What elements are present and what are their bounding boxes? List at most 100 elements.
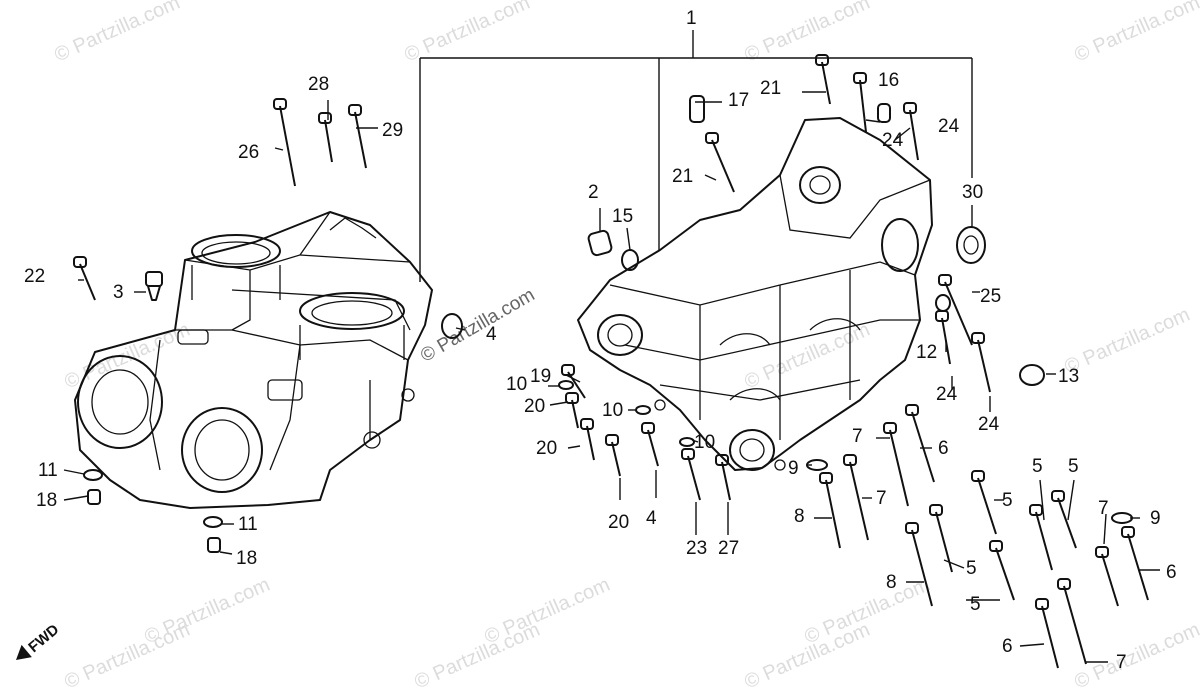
callout-label: 4 [646,508,657,529]
leader-line [565,374,581,383]
callout-label: 5 [1032,456,1043,477]
callout-label: 5 [966,558,977,579]
callout-label: 23 [686,538,707,559]
leader-line [219,551,233,555]
leader-line [274,147,284,151]
bolt-shaft [825,479,841,549]
callout-label: 7 [1116,652,1127,673]
bolt-shaft [1057,497,1077,549]
callout-label: 20 [524,396,545,417]
callout-label: 8 [794,506,805,527]
callout-label: 8 [886,572,897,593]
bolt-shaft [911,411,935,483]
callout-label: 29 [382,120,403,141]
callout-label: 5 [970,594,981,615]
callout-label: 20 [608,512,629,533]
callout-label: 10 [694,432,715,453]
bolt-head [843,454,857,466]
bolt-head [1035,598,1049,610]
bolt-shaft [911,529,933,607]
bolt-head [605,434,619,446]
callout-label: 27 [718,538,739,559]
fwd-arrow: FWD [16,621,63,660]
leader-line [1067,479,1075,521]
callout-label: 12 [916,342,937,363]
callout-label: 9 [1150,508,1161,529]
leader-line [943,559,965,569]
bolt-head [1051,490,1065,502]
bolt-head [903,102,917,114]
bolt-shaft [1041,605,1059,669]
bolt-shaft [571,399,579,429]
callout-label: 6 [938,438,949,459]
leader-line [691,439,699,443]
leader-line [1103,513,1107,545]
callout-label: 11 [238,514,258,535]
bolt-shaft [859,79,867,133]
leader-line [1039,479,1045,521]
leader-line [1019,643,1045,647]
bolt-shaft [995,547,1015,601]
bolt-head [561,364,575,376]
bolt-shaft [889,429,909,507]
bolt-shaft [721,461,731,501]
bolt-shaft [324,119,333,163]
callout-label: 1 [686,8,697,29]
callout-label: 24 [978,414,1000,435]
bolt-head [681,448,695,460]
bolt-shaft [1063,585,1087,665]
bolt-head [853,72,867,84]
callout-label: 20 [536,438,557,459]
callout-label: 18 [236,548,257,569]
leader-line [549,401,569,406]
callout-label: 18 [36,490,57,511]
bolt-head [273,98,287,110]
bolt-head [905,404,919,416]
leader-line [63,495,89,501]
small-parts [83,95,1133,553]
callout-label: 21 [760,78,781,99]
callout-label: 16 [878,70,899,91]
callout-label: 22 [24,266,45,287]
callout-label: 21 [672,166,693,187]
callout-label: 26 [238,142,259,163]
assembly-bracket [419,30,973,282]
callout-label: 3 [113,282,124,303]
leader-line [704,174,717,181]
callout-label: 7 [1098,498,1109,519]
bolt-head [715,454,729,466]
bolt-shaft [567,371,586,399]
leader-line [894,127,911,141]
bolt-head [883,422,897,434]
bolt-shaft [586,425,595,461]
bolt-shaft [944,281,973,346]
bolt-head [580,418,594,430]
callout-label: 15 [612,206,633,227]
leader-line [865,119,881,123]
leader-line [567,445,581,449]
bolt-shaft [354,111,367,169]
bolt-head [705,132,719,144]
callout-label: 6 [1166,562,1177,583]
callout-label: 13 [1058,366,1079,387]
bolts [73,54,1149,669]
callout-label: 28 [308,74,329,95]
bolt-head [565,392,579,404]
callout-label: 11 [38,460,58,481]
fwd-label: FWD [25,621,62,656]
bolt-head [819,472,833,484]
bolt-shaft [977,339,991,393]
bolt-head [641,422,655,434]
bolt-head [815,54,829,66]
bolt-shaft [849,461,869,541]
callout-label: 10 [602,400,623,421]
bolt-head [1029,504,1043,516]
bolt-shaft [79,263,96,301]
bolt-shaft [687,455,701,501]
bolt-head [929,504,943,516]
bolt-shaft [821,61,831,105]
bolt-head [1121,526,1135,538]
callout-label: 7 [876,488,887,509]
callout-label: 24 [938,116,960,137]
bolt-shaft [977,477,997,535]
